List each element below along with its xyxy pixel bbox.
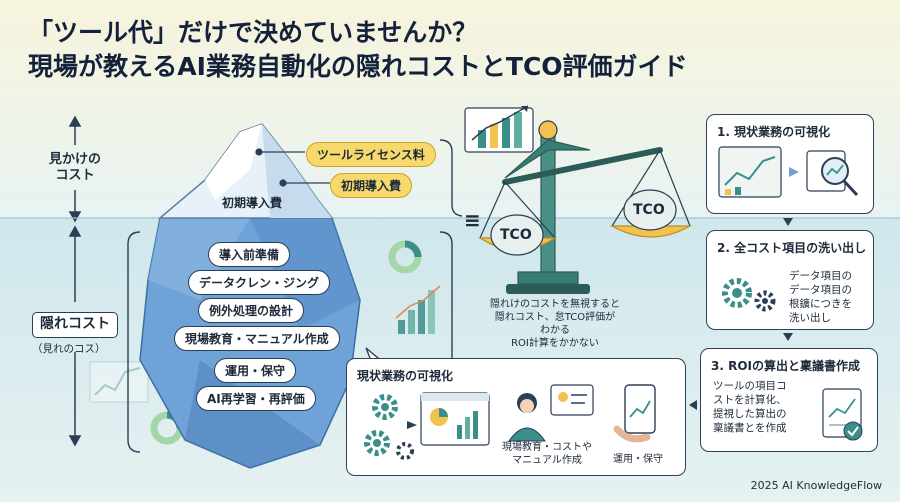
balance-scale-illustration — [477, 120, 693, 294]
growth-chart-icon — [464, 105, 534, 153]
hidden-cost-label: 隠れコスト — [40, 316, 110, 332]
faint-bar-chart — [395, 285, 441, 334]
visible-cost-label: 見かけの コスト — [48, 152, 101, 183]
hidden-item-retraining: AI再学習・再評価 — [196, 386, 316, 411]
step-1-panel: 1. 現状業務の可視化 — [706, 114, 874, 214]
title-line-2: 現場が教えるAI業務自動化の隠れコストとTCO評価ガイド — [28, 52, 688, 81]
report-check-icon — [822, 388, 863, 441]
step-3-body: ツールの項目コ ストを計算化、 提視した算出の 稟議書とを作成 — [713, 380, 787, 434]
hidden-item-pre-prep: 導入前準備 — [208, 242, 291, 267]
equals-sign: ≡ — [464, 208, 481, 232]
visible-item-license-fee: ツールライセンス料 — [306, 142, 436, 167]
scale-left-tco: TCO — [500, 227, 532, 243]
bottom-visualization-panel: 現状業務の可視化 現場教育・コストや マニュアル作成 運用・保守 — [346, 358, 686, 476]
scale-right-tco: TCO — [633, 202, 665, 218]
step-1-illustration — [718, 146, 859, 198]
step-1-title: 1. 現状業務の可視化 — [717, 125, 831, 139]
bottom-panel-illustration — [364, 384, 656, 460]
step-2-body: データ項目の データ項目の 根鑛につきを 洗い出し — [789, 270, 852, 324]
hidden-cost-sublabel: （見れのコス） — [32, 343, 106, 355]
hidden-item-exception-design: 例外処理の設計 — [198, 298, 305, 323]
scale-caption: 隠れけのコストを無視すると 隠れコスト、怠TCO評価がわかる ROI計算をかかな… — [490, 299, 620, 349]
step-2-title: 2. 全コスト項目の洗い出し — [717, 241, 867, 255]
hidden-item-operations: 運用・保守 — [214, 358, 297, 383]
title-line-1: 「ツール代」だけで決めていませんか？ — [28, 18, 478, 47]
visible-cost-arrow — [68, 115, 82, 223]
step-3-panel: 3. ROIの算出と稟議書作成 ツールの項目コ ストを計算化、 提視した算出の … — [700, 348, 878, 452]
gear-icon — [722, 278, 776, 312]
hidden-cost-label-box: 隠れコスト — [32, 312, 118, 338]
visible-item-initial-fee-on-iceberg: 初期導入費 — [222, 196, 283, 210]
footer-credit: 2025 AI KnowledgeFlow — [750, 479, 882, 492]
hidden-cost-arrow — [68, 225, 82, 447]
hidden-item-training-manual: 現場教育・マニュアル作成 — [174, 326, 340, 351]
bottom-caption-ops: 運用・保守 — [613, 454, 663, 465]
hidden-item-data-cleansing: データクレン・ジング — [188, 270, 331, 295]
visible-item-initial-fee: 初期導入費 — [330, 173, 413, 198]
page-title: 「ツール代」だけで決めていませんか？ 現場が教えるAI業務自動化の隠れコストとT… — [28, 16, 688, 84]
step-3-title: 3. ROIの算出と稟議書作成 — [711, 359, 860, 373]
bottom-panel-title: 現状業務の可視化 — [357, 369, 454, 383]
bottom-caption-training: 現場教育・コストや マニュアル作成 — [502, 442, 592, 466]
step-2-panel: 2. 全コスト項目の洗い出し データ項目の データ項目の 根鑛につきを 洗い出し — [706, 230, 874, 330]
faint-line-chart — [89, 361, 149, 403]
